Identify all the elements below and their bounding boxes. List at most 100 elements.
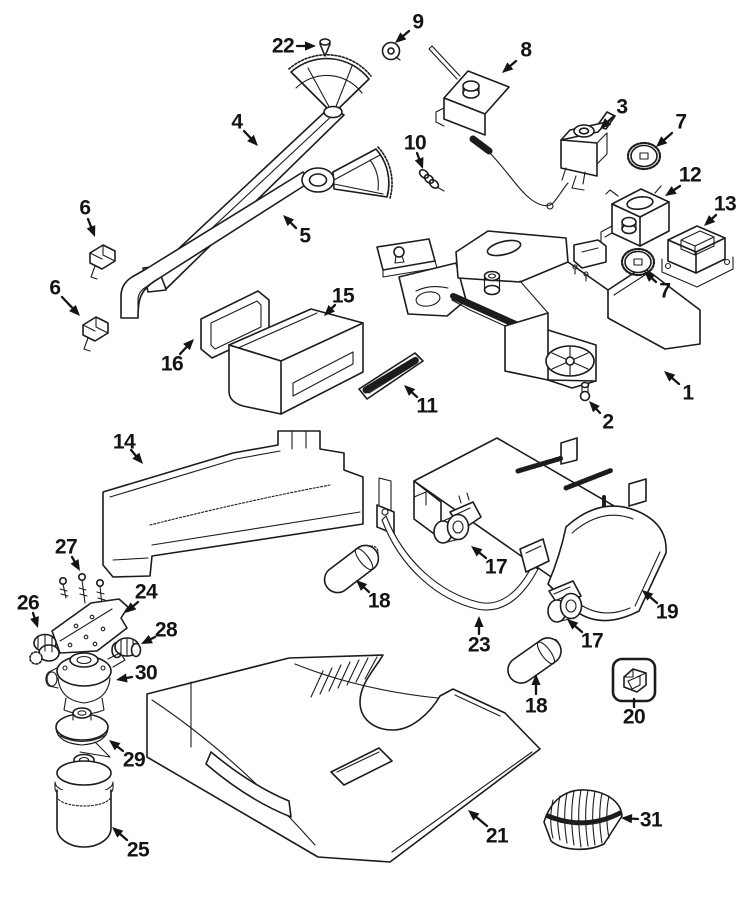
part-label-2: 2 xyxy=(589,401,614,434)
part-label-11: 11 xyxy=(404,385,439,418)
part-9-drawing xyxy=(381,41,401,61)
part-label-22: 22 xyxy=(272,35,316,58)
part-26-drawing xyxy=(29,633,60,665)
part-10-drawing xyxy=(418,169,445,192)
svg-text:6: 6 xyxy=(49,277,60,300)
part-label-20: 20 xyxy=(623,697,646,729)
part-label-12: 12 xyxy=(665,164,702,196)
part-14-drawing xyxy=(102,430,364,578)
svg-text:28: 28 xyxy=(155,619,178,642)
part-29-drawing xyxy=(55,707,111,758)
part-6-upper-drawing xyxy=(89,244,116,280)
part-label-30: 30 xyxy=(116,662,158,685)
svg-text:5: 5 xyxy=(299,225,311,248)
part-31-drawing xyxy=(543,789,623,851)
part-8-drawing xyxy=(428,45,510,136)
part-label-7-upper: 7 xyxy=(656,111,687,147)
part-label-16: 16 xyxy=(161,339,194,376)
part-23-drawing xyxy=(376,477,550,611)
part-label-24: 24 xyxy=(125,581,158,613)
svg-text:16: 16 xyxy=(161,353,183,376)
part-label-4: 4 xyxy=(231,111,258,146)
part-7-upper-drawing xyxy=(626,141,662,171)
part-label-6-upper: 6 xyxy=(79,197,96,237)
part-12-drawing xyxy=(600,185,670,247)
part-label-3: 3 xyxy=(600,96,628,129)
svg-text:1: 1 xyxy=(682,382,694,405)
part-label-14: 14 xyxy=(113,431,143,464)
part-17-left-drawing xyxy=(433,492,482,544)
part-label-13: 13 xyxy=(704,193,737,226)
part-30-drawing xyxy=(45,652,126,715)
part-label-6-lower: 6 xyxy=(49,277,80,316)
part-label-15: 15 xyxy=(324,285,355,316)
part-label-26: 26 xyxy=(17,592,40,628)
part-label-27: 27 xyxy=(55,536,80,571)
part-label-23: 23 xyxy=(468,616,491,657)
svg-text:6: 6 xyxy=(79,197,90,220)
svg-text:11: 11 xyxy=(416,395,438,418)
part-6-lower-drawing xyxy=(82,316,109,352)
part-label-1: 1 xyxy=(664,371,695,405)
part-21-drawing xyxy=(146,654,541,863)
part-label-17-left: 17 xyxy=(471,546,508,579)
svg-text:27: 27 xyxy=(55,536,77,559)
part-label-5: 5 xyxy=(283,215,312,248)
part-7-lower-drawing xyxy=(620,247,656,277)
parts-drawings xyxy=(29,38,734,863)
part-17-right-drawing xyxy=(547,580,583,623)
part-label-25: 25 xyxy=(112,827,150,862)
part-label-18-left: 18 xyxy=(356,580,391,613)
part-13-drawing xyxy=(661,225,734,288)
part-18-right-drawing xyxy=(507,637,562,684)
part-label-29: 29 xyxy=(109,740,146,772)
part-25-drawing xyxy=(54,753,114,848)
svg-text:26: 26 xyxy=(17,592,39,615)
svg-text:13: 13 xyxy=(714,193,736,216)
part-label-19: 19 xyxy=(642,590,679,624)
part-2-drawing xyxy=(579,381,591,402)
part-20-drawing xyxy=(611,657,657,703)
svg-text:15: 15 xyxy=(332,285,355,308)
svg-text:7: 7 xyxy=(659,280,670,303)
part-18-left-drawing xyxy=(323,544,380,594)
svg-text:4: 4 xyxy=(231,111,243,134)
part-24-drawing xyxy=(51,598,129,654)
part-label-31: 31 xyxy=(621,809,663,832)
svg-text:17: 17 xyxy=(581,630,603,653)
svg-text:20: 20 xyxy=(623,706,645,729)
part-label-10: 10 xyxy=(404,132,427,169)
part-27-drawing xyxy=(58,572,106,607)
svg-text:30: 30 xyxy=(135,662,157,685)
part-label-21: 21 xyxy=(468,810,509,848)
svg-text:7: 7 xyxy=(675,111,686,134)
svg-text:10: 10 xyxy=(404,132,426,155)
svg-text:29: 29 xyxy=(123,749,145,772)
part-label-17-right: 17 xyxy=(567,619,604,653)
svg-text:19: 19 xyxy=(656,601,678,624)
part-11-drawing xyxy=(358,352,424,400)
svg-text:9: 9 xyxy=(412,11,423,34)
part-label-28: 28 xyxy=(141,619,178,644)
svg-text:21: 21 xyxy=(486,825,509,848)
part-15-drawing xyxy=(228,308,364,415)
part-3-drawing xyxy=(469,111,616,210)
part-28-drawing xyxy=(111,637,142,659)
svg-text:2: 2 xyxy=(602,411,613,434)
svg-text:23: 23 xyxy=(468,634,490,657)
svg-text:3: 3 xyxy=(616,96,627,119)
svg-text:18: 18 xyxy=(525,695,548,718)
part-label-9: 9 xyxy=(395,11,424,43)
svg-text:14: 14 xyxy=(113,431,136,454)
part-5-drawing xyxy=(120,146,393,319)
part-label-18-right: 18 xyxy=(525,674,548,718)
part-22-drawing xyxy=(319,38,331,57)
svg-text:24: 24 xyxy=(135,581,158,604)
svg-text:22: 22 xyxy=(272,35,294,58)
part-label-8: 8 xyxy=(502,39,533,73)
svg-text:17: 17 xyxy=(485,556,507,579)
part-label-7-lower: 7 xyxy=(644,271,671,303)
